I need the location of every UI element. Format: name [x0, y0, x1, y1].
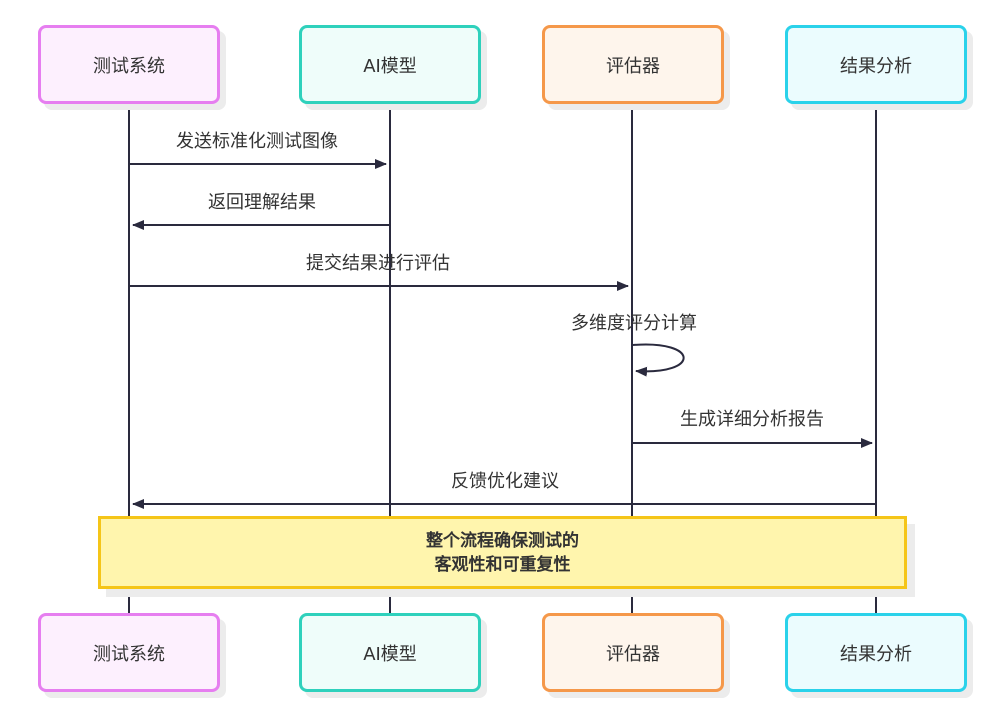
actor-ai-model-top[interactable]: AI模型 — [299, 25, 481, 104]
lifeline-ai-model — [389, 103, 391, 613]
actor-label: 评估器 — [606, 55, 660, 77]
actor-label: 评估器 — [606, 643, 660, 665]
lifeline-evaluator — [631, 103, 633, 613]
actor-label: 测试系统 — [93, 643, 165, 665]
actor-label: AI模型 — [363, 55, 417, 77]
actor-test-system-bottom[interactable]: 测试系统 — [38, 613, 220, 692]
actor-label: 结果分析 — [840, 55, 912, 77]
message-label-submit-evaluation: 提交结果进行评估 — [306, 253, 450, 274]
message-label-generate-report: 生成详细分析报告 — [680, 409, 824, 430]
actor-result-analysis-bottom[interactable]: 结果分析 — [785, 613, 967, 692]
actor-result-analysis-top[interactable]: 结果分析 — [785, 25, 967, 104]
actor-ai-model-bottom[interactable]: AI模型 — [299, 613, 481, 692]
message-arrow-self-scoring — [632, 343, 685, 377]
message-label-self-scoring: 多维度评分计算 — [571, 313, 697, 334]
message-label-return-results: 返回理解结果 — [208, 192, 316, 213]
actor-evaluator-top[interactable]: 评估器 — [542, 25, 724, 104]
actor-test-system-top[interactable]: 测试系统 — [38, 25, 220, 104]
note-line-1: 整个流程确保测试的 — [426, 530, 579, 551]
lifeline-result-analysis — [875, 103, 877, 613]
lifeline-test-system — [128, 103, 130, 613]
message-label-feedback: 反馈优化建议 — [451, 471, 559, 492]
note-box: 整个流程确保测试的 客观性和可重复性 — [98, 516, 907, 589]
note-line-2: 客观性和可重复性 — [434, 554, 571, 575]
actor-evaluator-bottom[interactable]: 评估器 — [542, 613, 724, 692]
actor-label: 测试系统 — [93, 55, 165, 77]
actor-label: AI模型 — [363, 643, 417, 665]
actor-label: 结果分析 — [840, 643, 912, 665]
message-label-send-images: 发送标准化测试图像 — [176, 131, 338, 152]
